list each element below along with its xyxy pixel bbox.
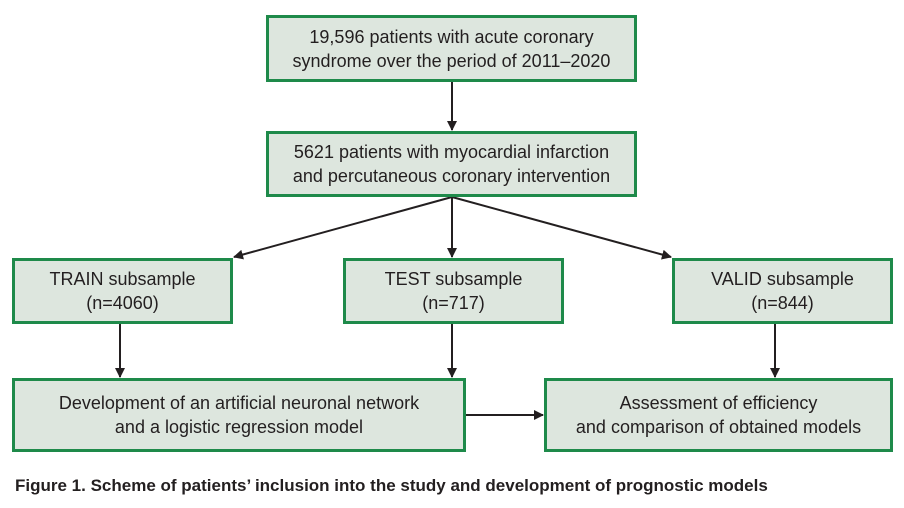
box-total-patients: 19,596 patients with acute coronary synd…: [266, 15, 637, 82]
figure-caption: Figure 1. Scheme of patients’ inclusion …: [15, 476, 768, 495]
box-mi-line1: 5621 patients with myocardial infarction: [293, 142, 610, 162]
box-dev-line1: Development of an artificial neuronal ne…: [58, 393, 420, 413]
box-train-line2: (n=4060): [86, 293, 159, 313]
box-total-line1: 19,596 patients with acute coronary: [309, 26, 594, 47]
box-assess-line2: and comparison of obtained models: [575, 417, 862, 437]
arrow-mi-to-valid: [451, 196, 672, 260]
box-mi-line2: and percutaneous coronary intervention: [292, 166, 611, 186]
box-valid-line1: VALID subsample: [711, 269, 854, 289]
box-dev-line2: and a logistic regression model: [114, 417, 364, 437]
box-test-subsample: TEST subsample (n=717): [343, 258, 564, 324]
arrow-mi-to-train: [233, 196, 453, 260]
box-model-development: Development of an artificial neuronal ne…: [12, 378, 466, 452]
box-train-subsample: TRAIN subsample (n=4060): [12, 258, 233, 324]
box-test-line1: TEST subsample: [384, 269, 523, 289]
box-model-assessment: Assessment of efficiency and comparison …: [544, 378, 893, 452]
box-valid-subsample: VALID subsample (n=844): [672, 258, 893, 324]
box-assess-line1: Assessment of efficiency: [619, 393, 818, 413]
box-total-line2: syndrome over the period of 2011–2020: [292, 50, 611, 71]
box-valid-line2: (n=844): [751, 293, 814, 313]
box-train-line1: TRAIN subsample: [49, 269, 196, 289]
box-test-line2: (n=717): [422, 293, 485, 313]
box-mi-pci-patients: 5621 patients with myocardial infarction…: [266, 131, 637, 197]
